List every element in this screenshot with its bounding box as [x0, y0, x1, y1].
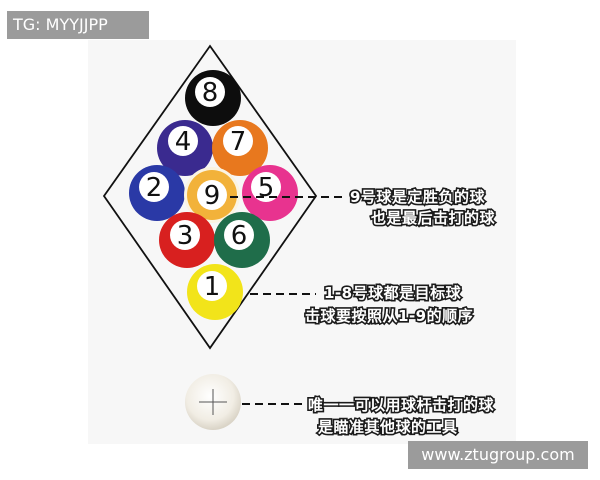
watermark-top-left: TG: MYYJJPP: [7, 11, 149, 39]
ball-5: 5: [242, 165, 298, 221]
rack-diamond: [102, 44, 318, 350]
ball-4-spot: [168, 126, 198, 156]
ball-6-spot: [224, 220, 254, 250]
ball-3: 3: [159, 212, 215, 268]
ball-8: 8: [185, 70, 241, 126]
ball-9: 9: [184, 167, 240, 223]
ball-8-spot: [195, 77, 225, 107]
annotation-target-balls-line-2: 击球要按照从1-9的顺序: [305, 307, 473, 325]
ball-7-number: 7: [230, 127, 247, 157]
ball-1-number: 1: [204, 272, 221, 302]
annotation-target-balls-line-1: 1-8号球都是目标球: [324, 284, 462, 302]
ball-7-spot: [223, 126, 253, 156]
annotation-cue-ball-line-2: 是瞄准其他球的工具: [317, 418, 458, 436]
ball-3-spot: [170, 220, 200, 250]
cue-ball: [185, 374, 241, 430]
ball-5-number: 5: [258, 173, 275, 203]
ball-6: 6: [214, 212, 270, 268]
background-panel: [88, 40, 516, 444]
annotation-nine-ball-line-2: 也是最后击打的球: [371, 209, 496, 227]
ball-2: 2: [129, 165, 185, 221]
ball-3-number: 3: [177, 221, 194, 251]
ball-8-number: 8: [202, 78, 219, 108]
ball-6-number: 6: [231, 221, 248, 251]
ball-4: 4: [157, 120, 213, 176]
ball-1-spot: [197, 271, 227, 301]
ball-9-spot: [197, 180, 227, 210]
watermark-bottom-right: www.ztugroup.com: [408, 441, 588, 469]
ball-9-number: 9: [204, 181, 221, 211]
ball-2-spot: [139, 172, 169, 202]
ball-5-spot: [251, 172, 281, 202]
ball-4-number: 4: [175, 127, 192, 157]
ball-7: 7: [212, 120, 268, 176]
ball-2-number: 2: [146, 173, 163, 203]
annotation-cue-ball-line-1: 唯一一可以用球杆击打的球: [308, 396, 495, 414]
annotation-nine-ball-line-1: 9号球是定胜负的球: [350, 188, 485, 206]
ball-1: 1: [187, 264, 243, 320]
